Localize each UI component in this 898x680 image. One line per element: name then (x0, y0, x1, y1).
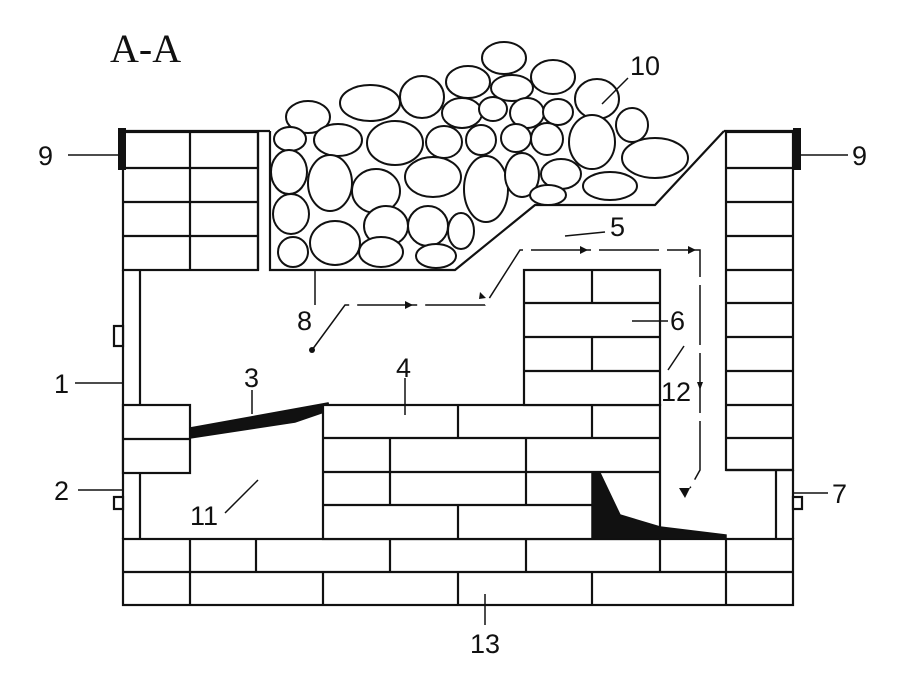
label-11: 11 (190, 501, 218, 531)
base-foundation (121, 537, 795, 607)
section-title: А-А (110, 26, 181, 71)
top-cover-plate-left (118, 128, 126, 170)
label-3: 3 (244, 363, 259, 393)
label-2: 2 (54, 476, 69, 506)
grate-bar (189, 402, 331, 439)
label-7: 7 (832, 479, 847, 509)
inner-partition-bricks (522, 268, 662, 407)
label-6: 6 (670, 306, 685, 336)
stone-container (268, 130, 725, 272)
top-cover-plate-right (793, 128, 801, 170)
label-8: 8 (297, 306, 312, 336)
label-13: 13 (470, 629, 500, 659)
left-grate-support-bricks (121, 403, 192, 475)
right-steel-wall (774, 470, 804, 539)
label-10: 10 (630, 51, 660, 81)
label-5: 5 (610, 212, 625, 242)
label-4: 4 (396, 353, 411, 383)
flue-deflector (591, 472, 727, 540)
right-brick-column (724, 130, 795, 472)
label-9-left: 9 (38, 141, 53, 171)
gas-flow-path (309, 246, 703, 498)
label-1: 1 (54, 369, 69, 399)
label-9-right: 9 (852, 141, 867, 171)
label-12: 12 (661, 377, 691, 407)
heater-stones (270, 41, 689, 269)
leader-lines (68, 77, 848, 625)
left-upper-brick-column (121, 130, 260, 272)
